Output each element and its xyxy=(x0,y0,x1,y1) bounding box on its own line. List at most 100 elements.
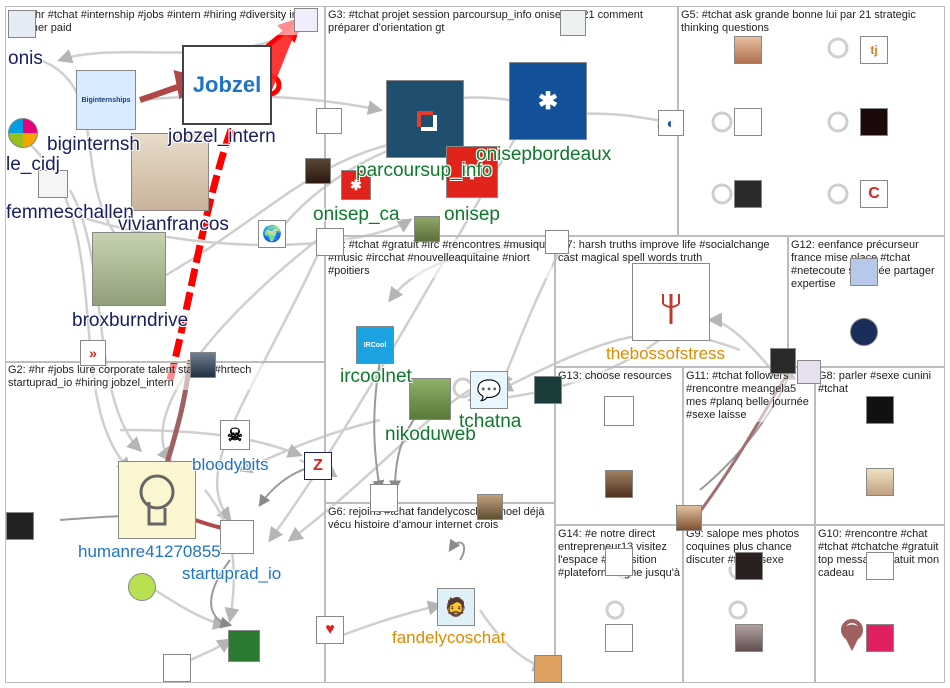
small-node-metiers[interactable] xyxy=(316,108,342,134)
small-node-g2-3[interactable] xyxy=(6,512,34,540)
small-node-g5-4[interactable] xyxy=(860,108,888,136)
group-box-g1 xyxy=(5,6,325,362)
group-box-g2 xyxy=(5,362,325,683)
small-node-g7-right-1[interactable] xyxy=(770,348,796,374)
small-node-g12-2[interactable] xyxy=(850,318,878,346)
small-node-g6-2[interactable]: ♥ xyxy=(316,616,344,644)
label-broxburndrive: broxburndrive xyxy=(72,310,189,331)
small-node-g5-6[interactable]: C xyxy=(860,180,888,208)
self-loop xyxy=(711,183,733,205)
small-node-g11[interactable] xyxy=(676,505,702,531)
skull-icon: ☠ xyxy=(226,424,244,445)
small-node-g2-1[interactable]: » xyxy=(80,340,106,366)
small-node-g2-7[interactable] xyxy=(163,654,191,682)
fork-icon xyxy=(662,294,680,324)
group-label-g6: G6: rejoins #tchat fandelycoschat #noel … xyxy=(328,506,552,532)
group-label-g7: G7: harsh truths improve life #socialcha… xyxy=(558,239,786,265)
small-node-g4-bottom[interactable] xyxy=(370,484,398,512)
chevrons-icon: » xyxy=(89,345,97,361)
onisepbordeaux-logo: ✱ xyxy=(537,87,559,115)
group-label-g5: G5: #tchat ask grande bonne lui par 21 s… xyxy=(681,9,943,35)
small-node-g3-top[interactable] xyxy=(560,10,586,36)
node-onisep-avatar[interactable]: ✱ xyxy=(446,146,498,198)
group-box-g10 xyxy=(815,525,945,683)
node-nikoduweb-avatar[interactable] xyxy=(409,378,451,420)
group-label-g11: G11: #tchat followers #rencontre meangel… xyxy=(686,370,813,422)
node-onisepbordeaux-avatar[interactable]: ✱ xyxy=(509,62,587,140)
z-logo: Z xyxy=(313,457,323,474)
node-jobzel-avatar[interactable]: Jobzel xyxy=(182,45,272,125)
small-node-le-cidj[interactable] xyxy=(8,118,38,148)
small-node-g13-2[interactable] xyxy=(605,470,633,498)
small-node-g5-2[interactable] xyxy=(734,36,762,64)
node-tchatna-avatar[interactable]: 💬 xyxy=(470,371,508,409)
small-node-g2-2[interactable] xyxy=(190,352,216,378)
node-fandelycoschat-avatar[interactable]: 🧔 xyxy=(437,588,475,626)
group-box-g6 xyxy=(325,503,555,683)
tj-logo: tj xyxy=(870,43,878,57)
small-node-g13-1[interactable] xyxy=(604,396,634,426)
small-node-g3-right[interactable]: ◐ xyxy=(658,110,684,136)
small-node-g2-6[interactable] xyxy=(228,630,260,662)
node-vivianfrancos-avatar[interactable] xyxy=(131,133,209,211)
small-node-g5-3[interactable] xyxy=(734,108,762,136)
globe-icon: 🌍 xyxy=(262,226,282,243)
small-node-person-g3[interactable] xyxy=(305,158,331,184)
small-node-g8-2[interactable] xyxy=(866,468,894,496)
jobzel-logo: Jobzel xyxy=(192,72,262,97)
node-humanre-avatar[interactable] xyxy=(118,461,196,539)
small-node-g2-5[interactable] xyxy=(220,520,254,554)
group-label-g4: G4: #tchat #gratuit #irc #rencontres #mu… xyxy=(328,239,552,278)
node-broxburndrive-avatar[interactable] xyxy=(92,232,166,306)
small-node-g2-4[interactable] xyxy=(128,573,156,601)
edge xyxy=(448,538,466,561)
node-biginternships-avatar[interactable]: Biginternships xyxy=(76,70,136,130)
edge xyxy=(287,388,471,542)
edge xyxy=(329,600,443,642)
small-node-g4-top[interactable] xyxy=(316,228,344,256)
label-ircoolnet: ircoolnet xyxy=(340,366,412,387)
small-node-g6-1[interactable] xyxy=(477,494,503,520)
small-node-onis[interactable] xyxy=(8,10,36,38)
small-node-g5-5[interactable] xyxy=(734,180,762,208)
fandelycoschat-logo: 🧔 xyxy=(444,596,468,617)
self-loop xyxy=(827,183,849,205)
node-onisep-ca-avatar[interactable]: ✱ xyxy=(341,170,371,200)
small-node-g9-2[interactable] xyxy=(735,624,763,652)
small-node-g5-1[interactable]: tj xyxy=(860,36,888,64)
edge xyxy=(210,559,233,629)
label-le-cidj: le_cidj xyxy=(6,154,60,175)
edge xyxy=(68,189,143,453)
small-node-g6-3[interactable] xyxy=(534,655,562,683)
self-loop xyxy=(605,600,625,620)
group-box-g5 xyxy=(678,6,945,236)
small-node-g7-right-2[interactable] xyxy=(797,360,821,384)
small-node-g12-1[interactable] xyxy=(850,258,878,286)
small-node-g9-1[interactable] xyxy=(735,552,763,580)
node-ircoolnet-avatar[interactable]: IRCool xyxy=(356,326,394,364)
small-node-globe[interactable]: 🌍 xyxy=(258,220,286,248)
small-node-femmes[interactable] xyxy=(38,170,68,198)
node-z-avatar[interactable]: Z xyxy=(304,452,332,480)
group-box-g3 xyxy=(325,6,678,236)
small-node-map[interactable] xyxy=(414,216,440,242)
node-parcoursup-avatar[interactable] xyxy=(386,80,464,158)
small-node-g7[interactable] xyxy=(545,230,569,254)
label-humanre: humanre41270855 xyxy=(78,542,221,561)
label-onis: onis xyxy=(8,48,43,69)
small-node-g10-2[interactable] xyxy=(866,624,894,652)
humanre-logo-icon xyxy=(139,474,175,526)
small-node-g10-1[interactable] xyxy=(866,552,894,580)
small-node-g14-2[interactable] xyxy=(605,624,633,652)
small-node-g14-1[interactable] xyxy=(605,548,633,576)
node-bloodybits-avatar[interactable]: ☠ xyxy=(220,420,250,450)
node-thebossofstress-avatar[interactable] xyxy=(632,263,710,341)
label-jobzel: jobzel_intern xyxy=(168,126,276,147)
group-label-g1: G1: #hr #tchat #internship #jobs #intern… xyxy=(8,9,318,35)
small-node-g8-1[interactable] xyxy=(866,396,894,424)
small-node-g4-dark[interactable] xyxy=(534,376,562,404)
onisep-ca-logo: ✱ xyxy=(350,176,362,193)
small-node-top[interactable] xyxy=(294,8,318,32)
edge xyxy=(57,28,301,64)
